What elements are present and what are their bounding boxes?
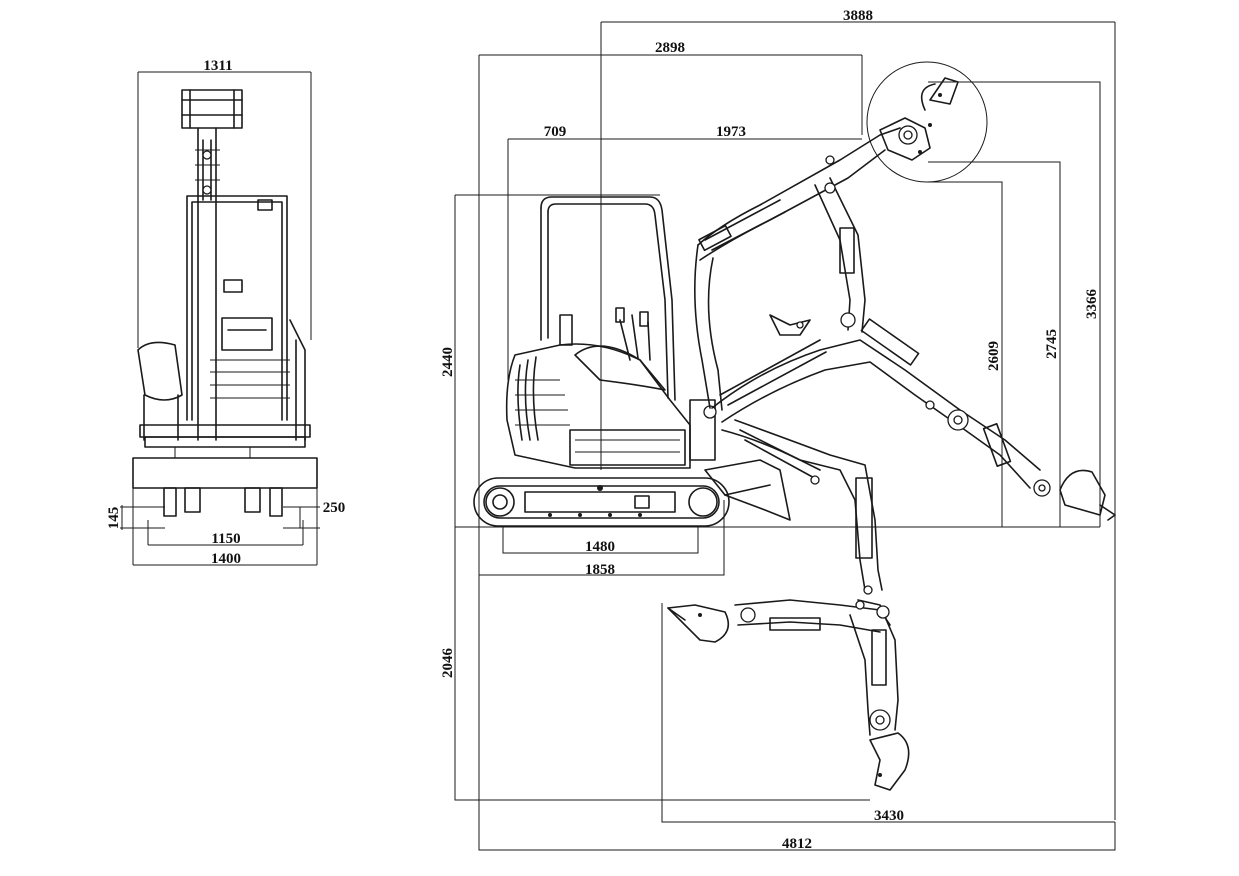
side-view <box>454 21 1116 851</box>
dim-1400: 1400 <box>211 551 241 567</box>
dim-2046: 2046 <box>440 648 456 679</box>
dim-145: 145 <box>106 507 122 530</box>
dim-709: 709 <box>544 124 567 140</box>
dim-2609: 2609 <box>986 341 1002 371</box>
dim-1973: 1973 <box>716 124 746 140</box>
dim-1311: 1311 <box>203 58 232 74</box>
dim-3430: 3430 <box>874 808 904 824</box>
dim-1480: 1480 <box>585 539 615 555</box>
dim-250: 250 <box>323 500 346 516</box>
dim-2440: 2440 <box>440 347 456 377</box>
dim-4812: 4812 <box>782 836 812 852</box>
dim-1150: 1150 <box>211 531 240 547</box>
dim-1858: 1858 <box>585 562 615 578</box>
dim-3888: 3888 <box>843 8 873 24</box>
dim-2898: 2898 <box>655 40 685 56</box>
dim-2745: 2745 <box>1044 329 1060 359</box>
dim-3366: 3366 <box>1084 289 1100 320</box>
front-view <box>120 71 320 566</box>
